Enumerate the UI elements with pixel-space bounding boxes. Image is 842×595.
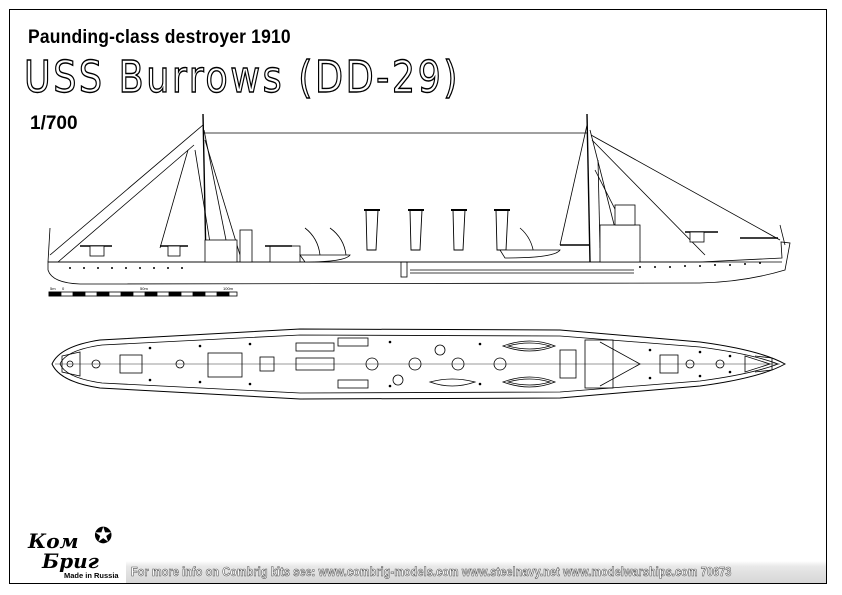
made-in-label: Made in Russia <box>64 571 119 580</box>
scale-bar-label: 50m <box>140 286 148 291</box>
scale-label: 1/700 <box>30 113 78 134</box>
side-profile-drawing <box>47 113 791 285</box>
combrig-logo: Ком Бриг ✪ Made in Russia <box>24 521 134 581</box>
ship-class-subtitle: Paunding-class destroyer 1910 <box>28 27 291 48</box>
scale-bar-label: 100m <box>223 286 234 291</box>
footer-info: For more info on Combrig kits see: www.c… <box>131 565 732 580</box>
scale-bar <box>48 291 238 297</box>
logo-text: Ком <box>28 529 79 553</box>
star-icon: ✪ <box>94 523 113 548</box>
logo-text: Бриг <box>42 549 99 573</box>
scale-bar-label: 0 <box>62 286 65 291</box>
plan-view-drawing <box>51 328 787 400</box>
ship-title: USS Burrows (DD-29) <box>23 52 461 103</box>
footer-bar <box>126 561 826 583</box>
sheet-frame <box>9 9 827 584</box>
scale-bar-label: 5m <box>50 286 56 291</box>
